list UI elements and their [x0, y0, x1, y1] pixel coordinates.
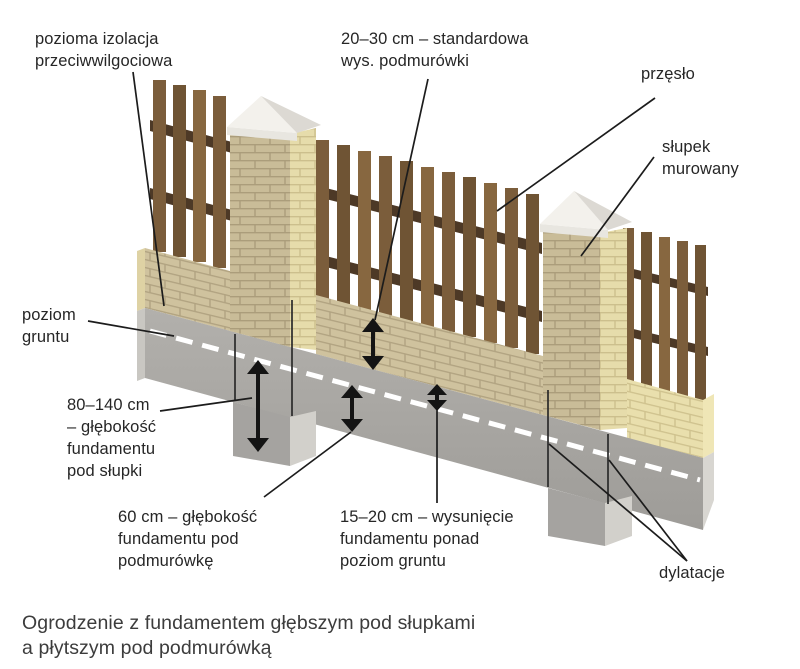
label-insulation: pozioma izolacja przeciwwilgociowa [35, 30, 173, 70]
label-pillar: słupek murowany [662, 138, 739, 178]
label-base-foundation-depth: 60 cm – głębokość fundamentu pod podmuró… [118, 508, 258, 570]
leader-ground-level [87, 320, 175, 337]
brick-pillar-2 [540, 191, 632, 430]
pillar-cap-1 [227, 96, 321, 141]
label-pillar-foundation-depth: 80–140 cm – głębokość fundamentu pod słu… [67, 396, 157, 480]
dimension-arrow-strip-depth [341, 385, 363, 432]
pillar-cap-2 [540, 191, 632, 238]
leader-lines [87, 71, 688, 562]
label-ground-level: poziom gruntu [22, 306, 76, 346]
left-picket-panel [150, 80, 232, 268]
concrete-foundation [137, 308, 714, 546]
label-span: przęsło [641, 65, 695, 83]
dimension-arrow-base-height [362, 318, 384, 370]
leader-insulation [132, 71, 165, 307]
leader-pillar-depth [159, 397, 253, 412]
dimension-arrow-pillar-depth [247, 360, 269, 452]
label-base-height: 20–30 cm – standardowa wys. podmurówki [341, 30, 529, 70]
right-picket-panel [621, 228, 708, 400]
label-foundation-protrusion: 15–20 cm – wysunięcie fundamentu ponad p… [340, 508, 514, 570]
pillar-foundation-post-1 [233, 402, 316, 466]
leader-expansion-joint-1 [548, 443, 688, 562]
diagram-caption: Ogrodzenie z fundamentem głębszym pod sł… [22, 612, 476, 659]
middle-picket-panel [314, 140, 542, 354]
label-expansion-joints: dylatacje [659, 564, 726, 582]
leader-expansion-joint-2 [608, 459, 688, 562]
dimension-arrow-protrusion [427, 384, 447, 411]
expansion-joint-lines [234, 300, 609, 504]
leader-strip-depth [263, 431, 352, 498]
brick-pillar-1 [227, 96, 321, 350]
foundation-strip [145, 308, 703, 530]
pillar-foundation-post-2 [548, 488, 632, 546]
leader-span [496, 97, 656, 212]
leader-base-height [374, 78, 429, 321]
leader-pillar [580, 156, 655, 257]
